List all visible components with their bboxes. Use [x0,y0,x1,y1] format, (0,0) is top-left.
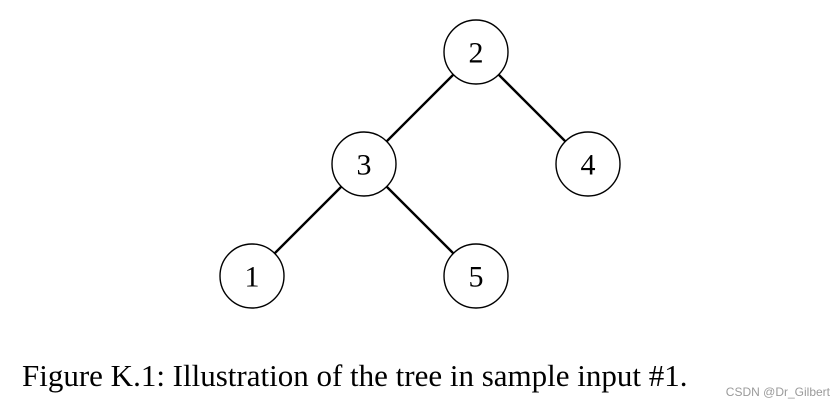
tree-edge-3-5 [385,185,455,255]
tree-edge-2-4 [497,73,567,143]
tree-node-circle [331,131,397,197]
tree-node-circle [443,19,509,85]
tree-node-label: 2 [469,37,484,70]
tree-edge-3-1 [273,185,343,255]
tree-diagram: 2 3 4 1 5 [219,19,621,309]
tree-node-label: 1 [245,261,260,294]
tree-nodes: 2 3 4 1 5 [219,19,621,309]
tree-edge-2-3 [385,73,455,143]
watermark: CSDN @Dr_Gilbert [725,385,830,399]
tree-node-circle [555,131,621,197]
tree-node-label: 3 [357,149,372,182]
tree-node-1: 1 [219,243,285,309]
tree-node-circle [443,243,509,309]
tree-node-2: 2 [443,19,509,85]
tree-node-label: 5 [469,261,484,294]
tree-node-3: 3 [331,131,397,197]
tree-node-circle [219,243,285,309]
figure-caption: Figure K.1: Illustration of the tree in … [22,358,688,393]
tree-edges [273,73,567,255]
tree-node-5: 5 [443,243,509,309]
tree-node-label: 4 [581,149,596,182]
tree-node-4: 4 [555,131,621,197]
